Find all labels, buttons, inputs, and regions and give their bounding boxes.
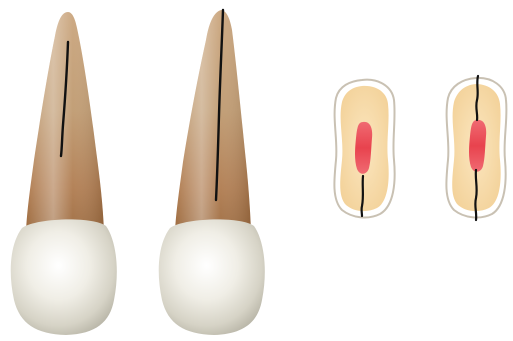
cross-section-complete-fracture [446, 76, 506, 220]
cross-section-partial-fracture [334, 80, 394, 218]
root-shading [175, 10, 251, 232]
tooth-partial-fracture [11, 12, 117, 335]
tooth-complete-fracture [159, 10, 265, 335]
crown [11, 219, 117, 335]
crown [159, 219, 265, 335]
root-shading [26, 12, 104, 232]
